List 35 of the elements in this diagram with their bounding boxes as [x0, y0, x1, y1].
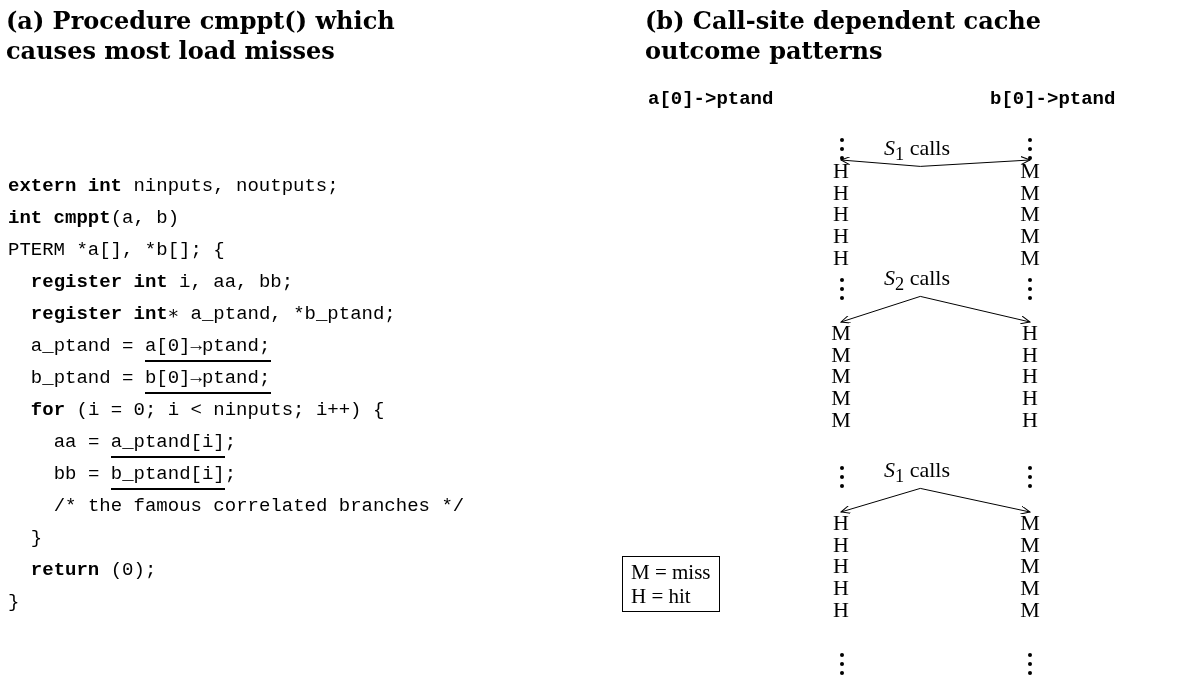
- column-header: a[0]->ptand: [648, 88, 774, 110]
- code-line: a_ptand = a[0]→ptand;: [30, 335, 271, 357]
- arrow: [840, 487, 921, 514]
- panel-title: (a) Procedure cmppt() which causes most load misses: [6, 6, 396, 66]
- outcome-column: M M M M M: [1019, 512, 1041, 621]
- code-line: PTERM *a[], *b[]; {: [8, 239, 225, 261]
- code-line: int cmppt(a, b): [8, 207, 180, 229]
- arrow: [840, 156, 921, 167]
- call-label: S$_{2}$ calls: [884, 266, 950, 297]
- panel-title: (b) Call-site dependent cache outcome patterns: [645, 6, 1043, 66]
- arrow: [919, 295, 1031, 325]
- code-line: for (i = 0; i < ninputs; i++) {: [30, 399, 385, 421]
- code-line: return (0);: [30, 559, 157, 581]
- legend-entry: H = hit: [631, 584, 692, 608]
- call-label: S$_{1}$ calls: [884, 136, 950, 167]
- code-line: register int∗ a_ptand, *b_ptand;: [30, 303, 396, 325]
- call-label: S$_{1}$ calls: [884, 458, 950, 489]
- outcome-column: M M M M M: [1019, 160, 1041, 269]
- arrow: [919, 156, 1031, 167]
- code-line: }: [8, 591, 20, 613]
- outcome-column: H H H H H: [830, 512, 852, 621]
- outcome-column: H H H H H: [1019, 322, 1041, 431]
- outcome-column: M M M M M: [830, 322, 852, 431]
- code-line: }: [30, 527, 43, 549]
- code-line: /* the famous correlated branches */: [53, 495, 465, 517]
- arrow: [919, 487, 1031, 515]
- arrow: [840, 295, 921, 324]
- code-line: bb = b_ptand[i];: [53, 463, 237, 485]
- code-line: register int i, aa, bb;: [30, 271, 294, 293]
- code-line: b_ptand = b[0]→ptand;: [30, 367, 271, 389]
- legend-entry: M = miss: [631, 560, 711, 584]
- code-line: aa = a_ptand[i];: [53, 431, 237, 453]
- code-line: extern int ninputs, noutputs;: [8, 175, 339, 197]
- column-header: b[0]->ptand: [990, 88, 1116, 110]
- outcome-column: H H H H H: [830, 160, 852, 269]
